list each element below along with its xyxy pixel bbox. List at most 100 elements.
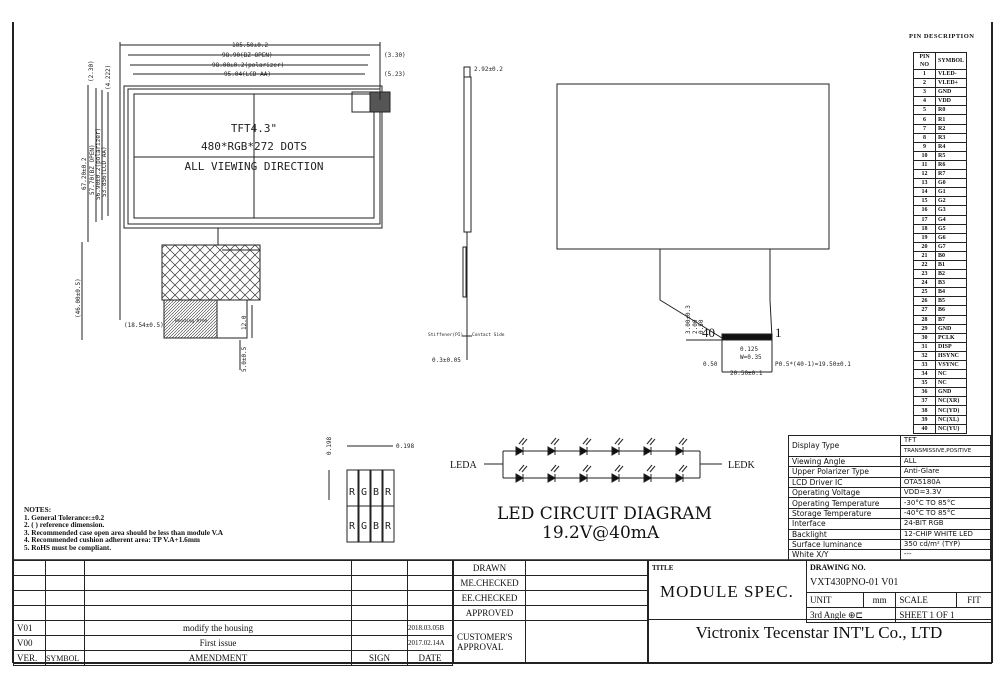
pin-symbol: B2 (934, 269, 968, 280)
dim-bz-open-h: 57.70(BZ OPEN) (89, 144, 96, 195)
dim-ref-1: (3.30) (384, 52, 406, 59)
pin-number: 38 (913, 405, 936, 416)
rev-date: 2017.02.14A (406, 635, 454, 651)
pin-symbol: NC (934, 369, 968, 380)
rev-date: 2018.03.05B (406, 620, 454, 636)
pixel-r: R (349, 521, 356, 532)
pixel-detail (328, 445, 395, 543)
dim-left-ref-2: (4.222) (105, 65, 112, 90)
pin-symbol: G5 (934, 223, 968, 234)
pin-symbol: VDD (934, 96, 968, 107)
led-anode-label: LEDA (450, 460, 477, 471)
pin-symbol: G1 (934, 187, 968, 198)
dim-rear-1: 3.00±0.3 (685, 305, 692, 334)
spec-label: White X/Y (788, 549, 901, 561)
pin-symbol: G6 (934, 232, 968, 243)
pixel-pitch-v: 0.198 (326, 437, 333, 455)
drawing-no: VXT430PNO-01 V01 (810, 577, 899, 588)
dim-polarizer: 98.00±0.2(polarizer) (212, 62, 284, 69)
pixel-r: R (385, 487, 392, 498)
pin-number: 26 (913, 296, 936, 307)
pin-number: 4 (913, 96, 936, 107)
pixel-r: R (385, 521, 392, 532)
pin-number: 17 (913, 214, 936, 225)
pin-number: 37 (913, 396, 936, 407)
dim-fpc-thickness: 0.3±0.05 (432, 357, 461, 364)
pin-symbol: B6 (934, 305, 968, 316)
spec-row: Operating Temperature-30°C TO 85°C (788, 497, 992, 509)
dim-fpc-length: 12.0 (241, 315, 248, 330)
dim-rear-8: P0.5*(40-1)=19.50±0.1 (775, 361, 851, 368)
dim-thickness: 2.92±0.2 (474, 66, 503, 73)
spec-value: Anti-Glare (899, 466, 992, 478)
led-circuit (484, 437, 722, 483)
approval-me-checked: ME.CHECKED (453, 575, 526, 591)
spec-value: TFT (899, 434, 992, 447)
spec-label: Surface luminance (788, 538, 901, 551)
contact-side-label: Contact Side (472, 332, 505, 338)
approval-ee-checked: EE.CHECKED (453, 590, 526, 606)
pixel-b: B (373, 521, 379, 532)
pin-number: 10 (913, 150, 936, 161)
pin-symbol: R6 (934, 159, 968, 171)
note-item: 1. General Tolerance:±0.2 (24, 512, 105, 522)
front-view-outline (81, 42, 391, 370)
pin-symbol: GND (934, 387, 968, 398)
pin-symbol: B3 (934, 278, 968, 289)
rev-ver: V00 (13, 635, 46, 651)
symbol-header: SYMBOL (934, 52, 968, 70)
pin-symbol: B7 (934, 314, 968, 325)
stiffener-label: Stiffener(PI) (428, 332, 463, 338)
spec-label: Interface (788, 518, 901, 530)
pin-symbol: NC(XR) (934, 396, 968, 407)
pin-number: 19 (913, 232, 936, 243)
spec-value: OTA5180A (899, 476, 992, 488)
dim-rear-7: 20.50±0.1 (730, 370, 763, 377)
pixel-b: B (373, 487, 379, 498)
pin-number: 13 (913, 178, 936, 189)
pin-number: 23 (913, 269, 936, 280)
rev-amendment: First issue (83, 635, 353, 651)
pin-symbol: B1 (934, 259, 968, 271)
spec-row: White X/Y--- (788, 549, 992, 561)
rev-amendment: modify the housing (83, 620, 353, 636)
dim-lcd-aa: 95.04(LCD AA) (224, 71, 271, 78)
pin-number: 29 (913, 323, 936, 334)
rev-symbol (44, 620, 85, 636)
led-diode-icon (611, 437, 624, 456)
pin-symbol: G0 (934, 178, 968, 189)
unit-value: mm (862, 592, 897, 608)
spec-value: -40°C TO 85°C (899, 507, 992, 520)
dim-rear-4: 0.125 (740, 346, 758, 353)
spec-label: Operating Voltage (788, 486, 901, 499)
dim-ref-2: (5.23) (384, 71, 406, 78)
pin-number: 28 (913, 314, 936, 325)
spec-value: --- (899, 549, 992, 561)
scale-value: FIT (955, 592, 993, 608)
pin-number: 7 (913, 123, 936, 134)
pin-number: 20 (913, 241, 936, 252)
drawing-no-label: DRAWING NO. (810, 563, 866, 572)
dim-fpc-offset: (18.54±0.5) (124, 322, 164, 329)
pin-no-header: PIN NO (913, 52, 936, 70)
led-diode-icon (515, 437, 528, 456)
pin-number: 22 (913, 259, 936, 271)
led-diagram-title: LED CIRCUIT DIAGRAM (497, 504, 712, 524)
pin-number: 27 (913, 305, 936, 316)
